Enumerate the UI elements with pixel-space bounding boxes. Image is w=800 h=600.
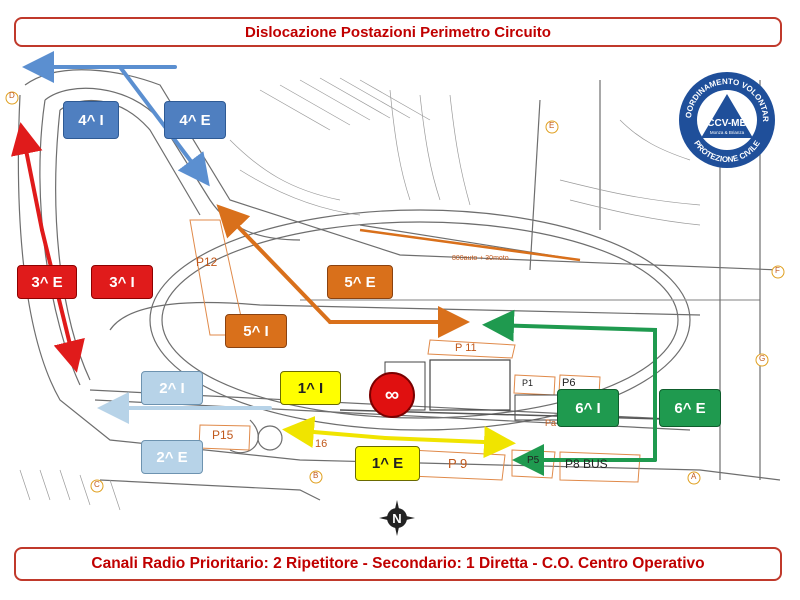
capacity-note: 800auto + 30moto [452,255,509,262]
point-markers [5,91,785,493]
position-1-internal: 1^ I [280,371,341,405]
position-4-internal: 4^ I [63,101,119,139]
point-c: C [94,480,100,489]
logo-center-text: CCV-MB [707,118,746,129]
position-2-internal: 2^ I [141,371,203,405]
compass-letter: N [392,511,401,526]
position-3-external: 3^ E [17,265,77,299]
parking-p16: 16 [315,438,328,450]
arrow-4-diagonal [118,65,210,187]
arrow-1-left [282,416,387,448]
map-title: Dislocazione Postazioni Perimetro Circui… [14,17,782,47]
parking-p11: P 11 [455,342,477,354]
arrow-5-diagonal [216,204,332,324]
parking-p9: P 9 [448,456,468,471]
logo-subtitle: Monza & Brianza [710,130,745,135]
compass-icon: N [379,500,415,536]
arrow-1-right [383,426,516,459]
parking-p12: P12 [196,255,218,269]
point-b: B [313,471,319,480]
point-a: A [691,472,697,481]
parking-p1: P1 [522,378,534,388]
position-5-external: 5^ E [327,265,393,299]
arrow-6-top [482,309,657,462]
position-4-external: 4^ E [164,101,226,139]
parking-p8-bus: P8 BUS [565,457,608,471]
position-5-internal: 5^ I [225,314,287,348]
point-e: E [549,121,555,130]
position-6-internal: 6^ I [557,389,619,427]
arrow-3-up [11,122,44,232]
point-d: D [9,91,15,100]
position-2-external: 2^ E [141,440,203,474]
parking-p15: P15 [212,428,234,442]
ccv-mb-logo: COORDINAMENTO VOLONTARI PROTEZIONE CIVIL… [677,70,775,168]
woodland-hatching [19,77,701,511]
point-f: F [775,266,780,275]
point-g: G [759,354,766,363]
position-6-external: 6^ E [659,389,721,427]
radio-channels-footer: Canali Radio Prioritario: 2 Ripetitore -… [14,547,782,581]
position-1-external: 1^ E [355,446,420,481]
operations-centre-badge: ∞ [369,372,415,418]
arrows [11,51,657,476]
position-3-internal: 3^ I [91,265,153,299]
parking-p6: P6 [562,377,576,389]
parking-p5: P5 [527,455,540,466]
parking-pa: Pa [545,418,557,428]
